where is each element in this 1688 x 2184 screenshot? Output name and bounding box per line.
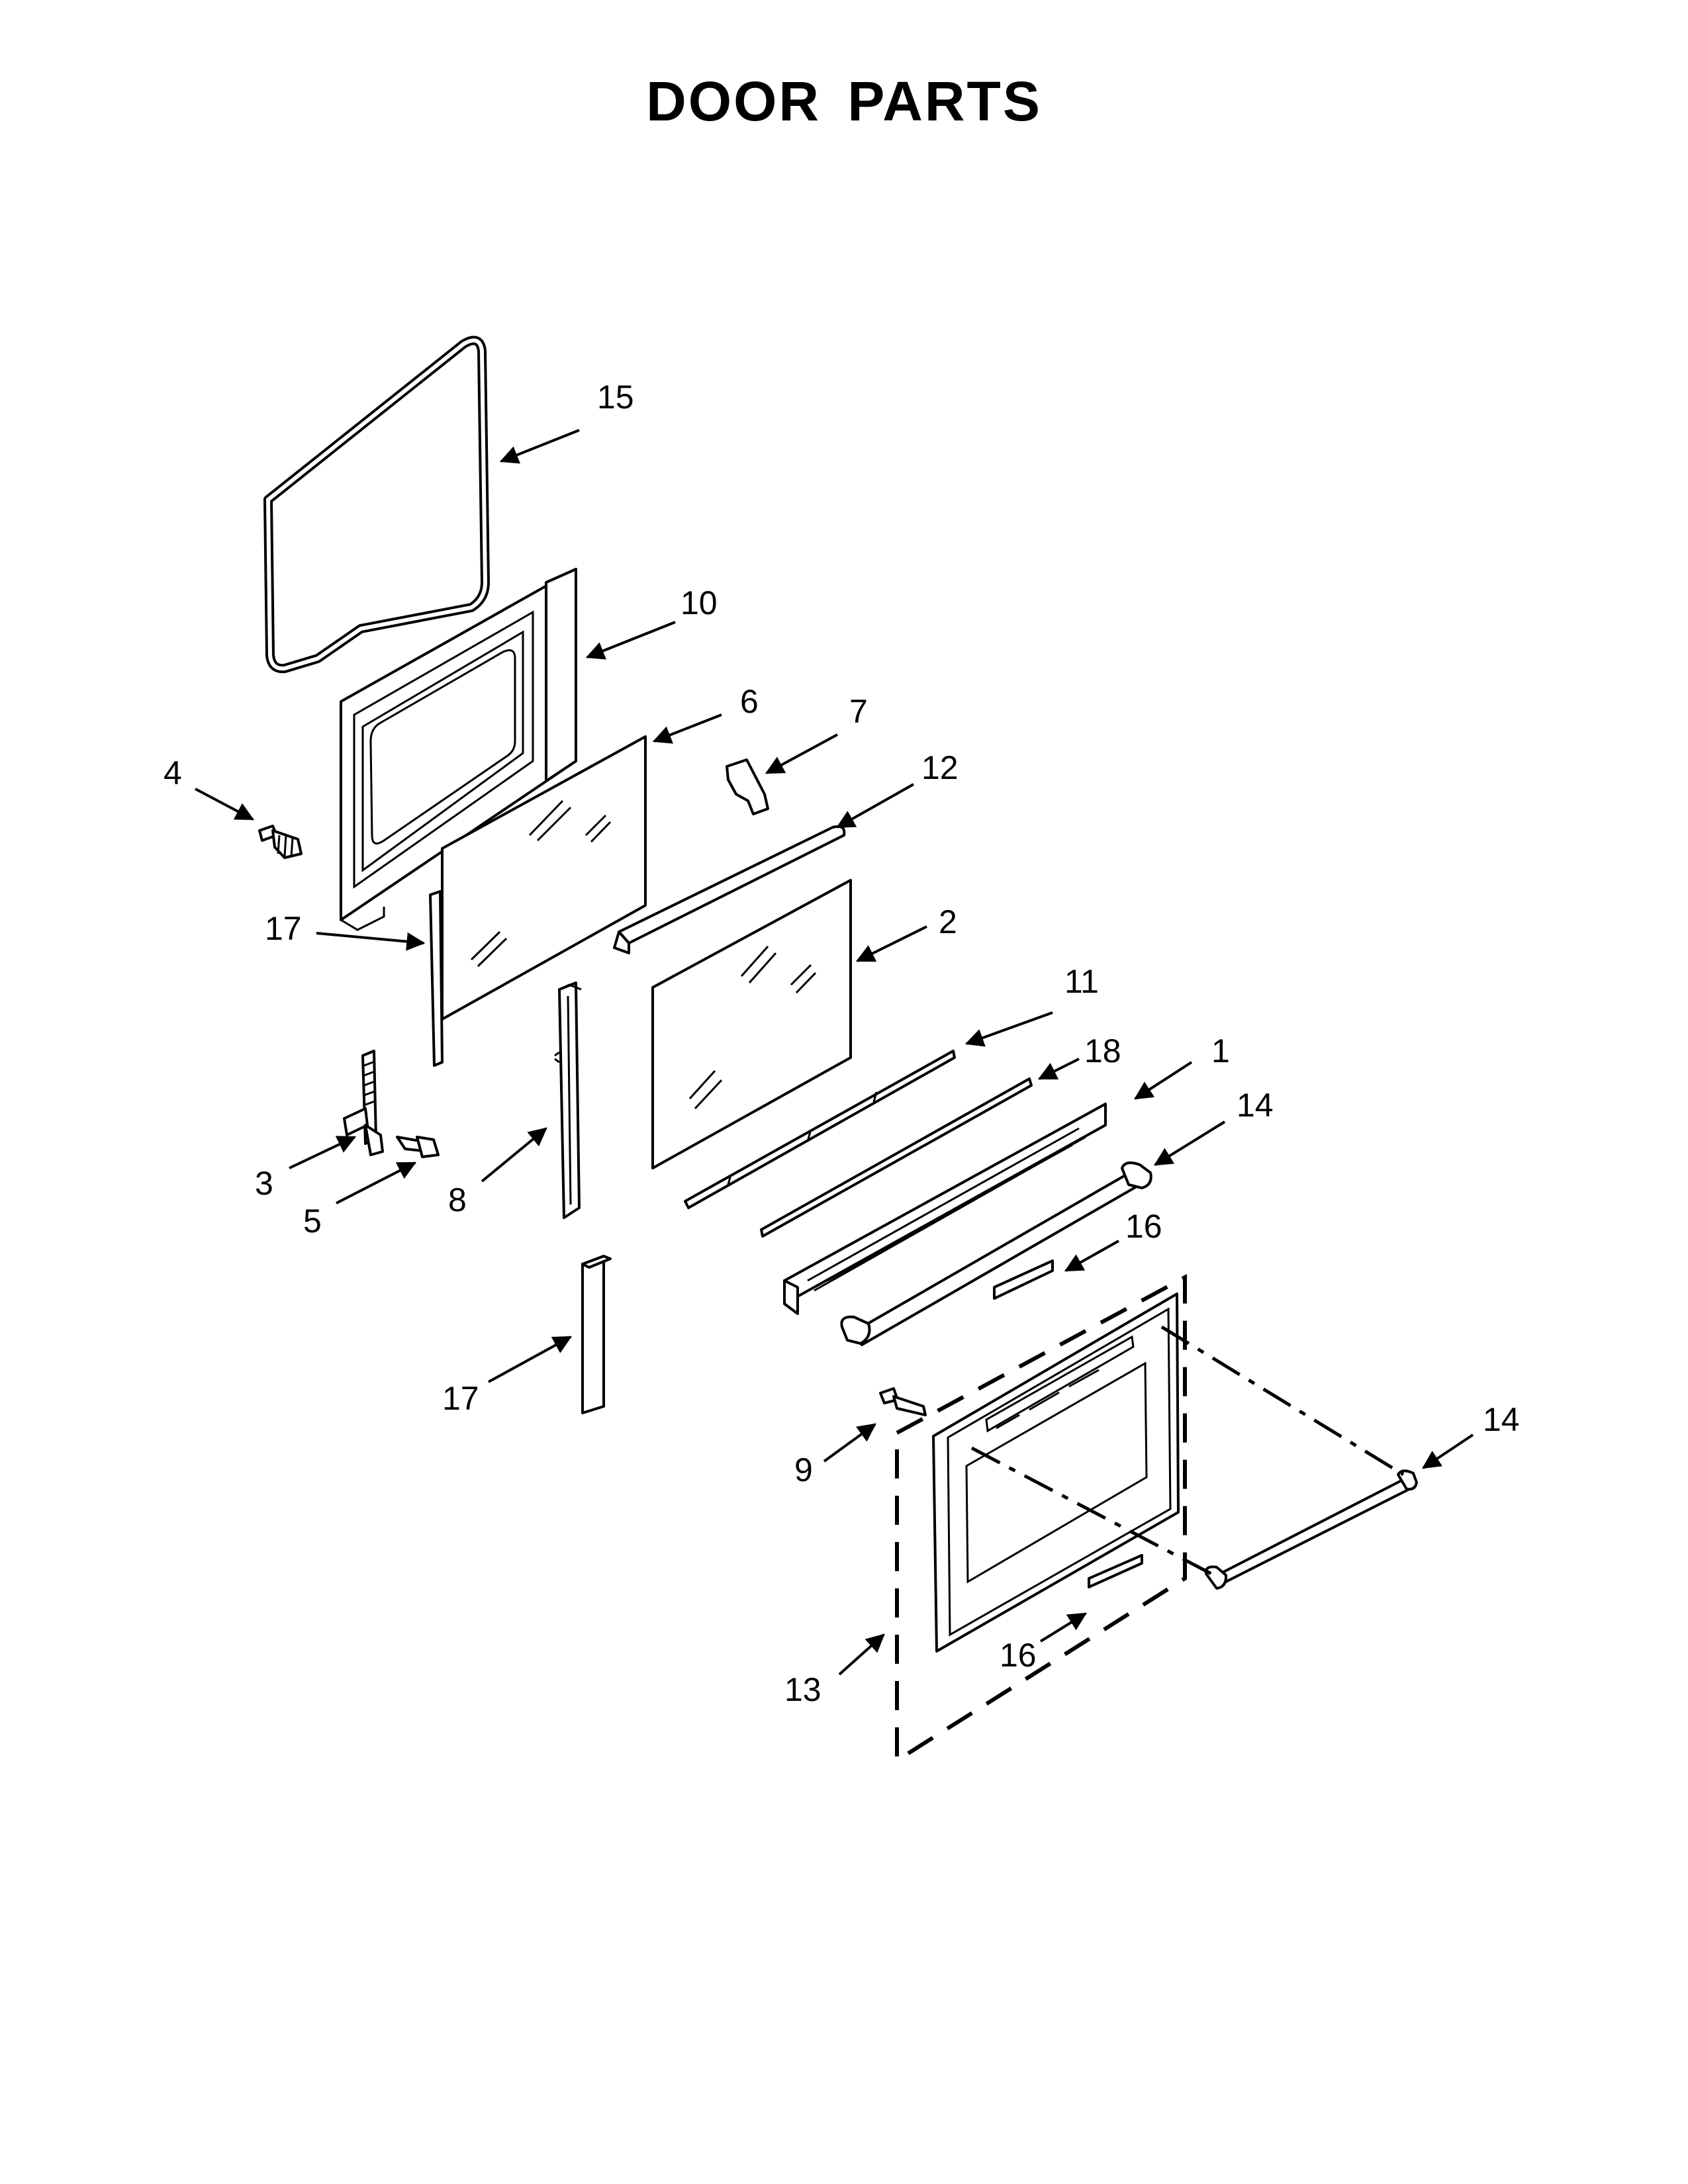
hinge-screw-part xyxy=(396,1136,440,1158)
outer-door-panel-part xyxy=(932,1293,1180,1653)
leader-3 xyxy=(289,1136,357,1169)
leader-8 xyxy=(481,1127,547,1183)
leader-6 xyxy=(652,713,722,744)
leader-9 xyxy=(823,1423,876,1463)
door-handle-lower-part xyxy=(1204,1469,1418,1590)
door-side-channel-part xyxy=(554,981,582,1219)
callout-14-lower: 14 xyxy=(1483,1401,1520,1438)
screw-part-4 xyxy=(258,825,303,859)
leader-12 xyxy=(835,783,914,829)
leader-lines xyxy=(195,429,1474,1676)
callout-16-lower: 16 xyxy=(1000,1637,1037,1674)
handle-mount-line-upper xyxy=(1160,1325,1405,1477)
leader-18 xyxy=(1037,1058,1080,1080)
callout-17-lower: 17 xyxy=(442,1380,479,1417)
callout-4: 4 xyxy=(164,754,182,792)
door-lower-trim-part xyxy=(684,1050,956,1209)
callout-8: 8 xyxy=(448,1181,467,1218)
callout-16-upper: 16 xyxy=(1125,1208,1162,1245)
leader-5 xyxy=(336,1161,417,1205)
callout-15: 15 xyxy=(597,379,634,416)
callout-labels: 15 10 6 7 12 2 11 18 1 14 16 4 17 3 5 8 … xyxy=(164,379,1520,1708)
leader-11 xyxy=(964,1011,1053,1047)
callout-18: 18 xyxy=(1084,1032,1121,1069)
callout-7: 7 xyxy=(849,693,868,730)
callout-11: 11 xyxy=(1064,963,1099,1000)
leader-7 xyxy=(765,733,838,774)
door-handle-upper-part xyxy=(840,1161,1152,1346)
callout-13: 13 xyxy=(784,1671,821,1708)
leader-16-upper xyxy=(1064,1240,1119,1272)
door-screw-part xyxy=(879,1387,927,1416)
door-hinge-part xyxy=(343,1050,384,1156)
inner-door-liner-part xyxy=(340,568,577,931)
callout-14-upper: 14 xyxy=(1237,1087,1274,1124)
callout-10: 10 xyxy=(680,584,718,621)
callout-9: 9 xyxy=(794,1451,813,1488)
leader-15 xyxy=(499,429,580,464)
callout-17-upper: 17 xyxy=(265,910,302,947)
door-gasket-part xyxy=(263,336,490,674)
leader-13 xyxy=(838,1633,885,1676)
door-badge-upper-part xyxy=(993,1259,1054,1300)
leader-17-lower xyxy=(488,1336,573,1383)
side-seal-strip-part xyxy=(429,890,444,1067)
leader-17-upper xyxy=(316,932,426,951)
door-top-channel-part xyxy=(783,1103,1107,1315)
handle-mount-line-lower xyxy=(970,1446,1213,1576)
callout-12: 12 xyxy=(921,749,959,786)
leader-14-upper xyxy=(1154,1120,1226,1166)
leader-2 xyxy=(855,925,927,962)
callout-3: 3 xyxy=(255,1165,273,1202)
callout-5: 5 xyxy=(303,1203,322,1240)
leader-4 xyxy=(195,788,255,821)
clip-part-7 xyxy=(726,758,769,815)
vent-strip-part xyxy=(760,1077,1033,1238)
inner-glass-panel-part xyxy=(651,879,852,1169)
door-top-trim-part xyxy=(613,825,846,954)
leader-1 xyxy=(1134,1061,1193,1100)
leader-14-lower xyxy=(1422,1433,1474,1469)
callout-2: 2 xyxy=(939,903,957,940)
leader-16-lower xyxy=(1039,1612,1087,1643)
insulation-block-part xyxy=(581,1255,612,1414)
callout-1: 1 xyxy=(1211,1032,1230,1069)
door-assembly-outline xyxy=(895,1273,1187,1764)
leader-10 xyxy=(585,621,676,660)
page-title: DOOR PARTS xyxy=(646,70,1042,132)
callout-6: 6 xyxy=(740,683,759,720)
